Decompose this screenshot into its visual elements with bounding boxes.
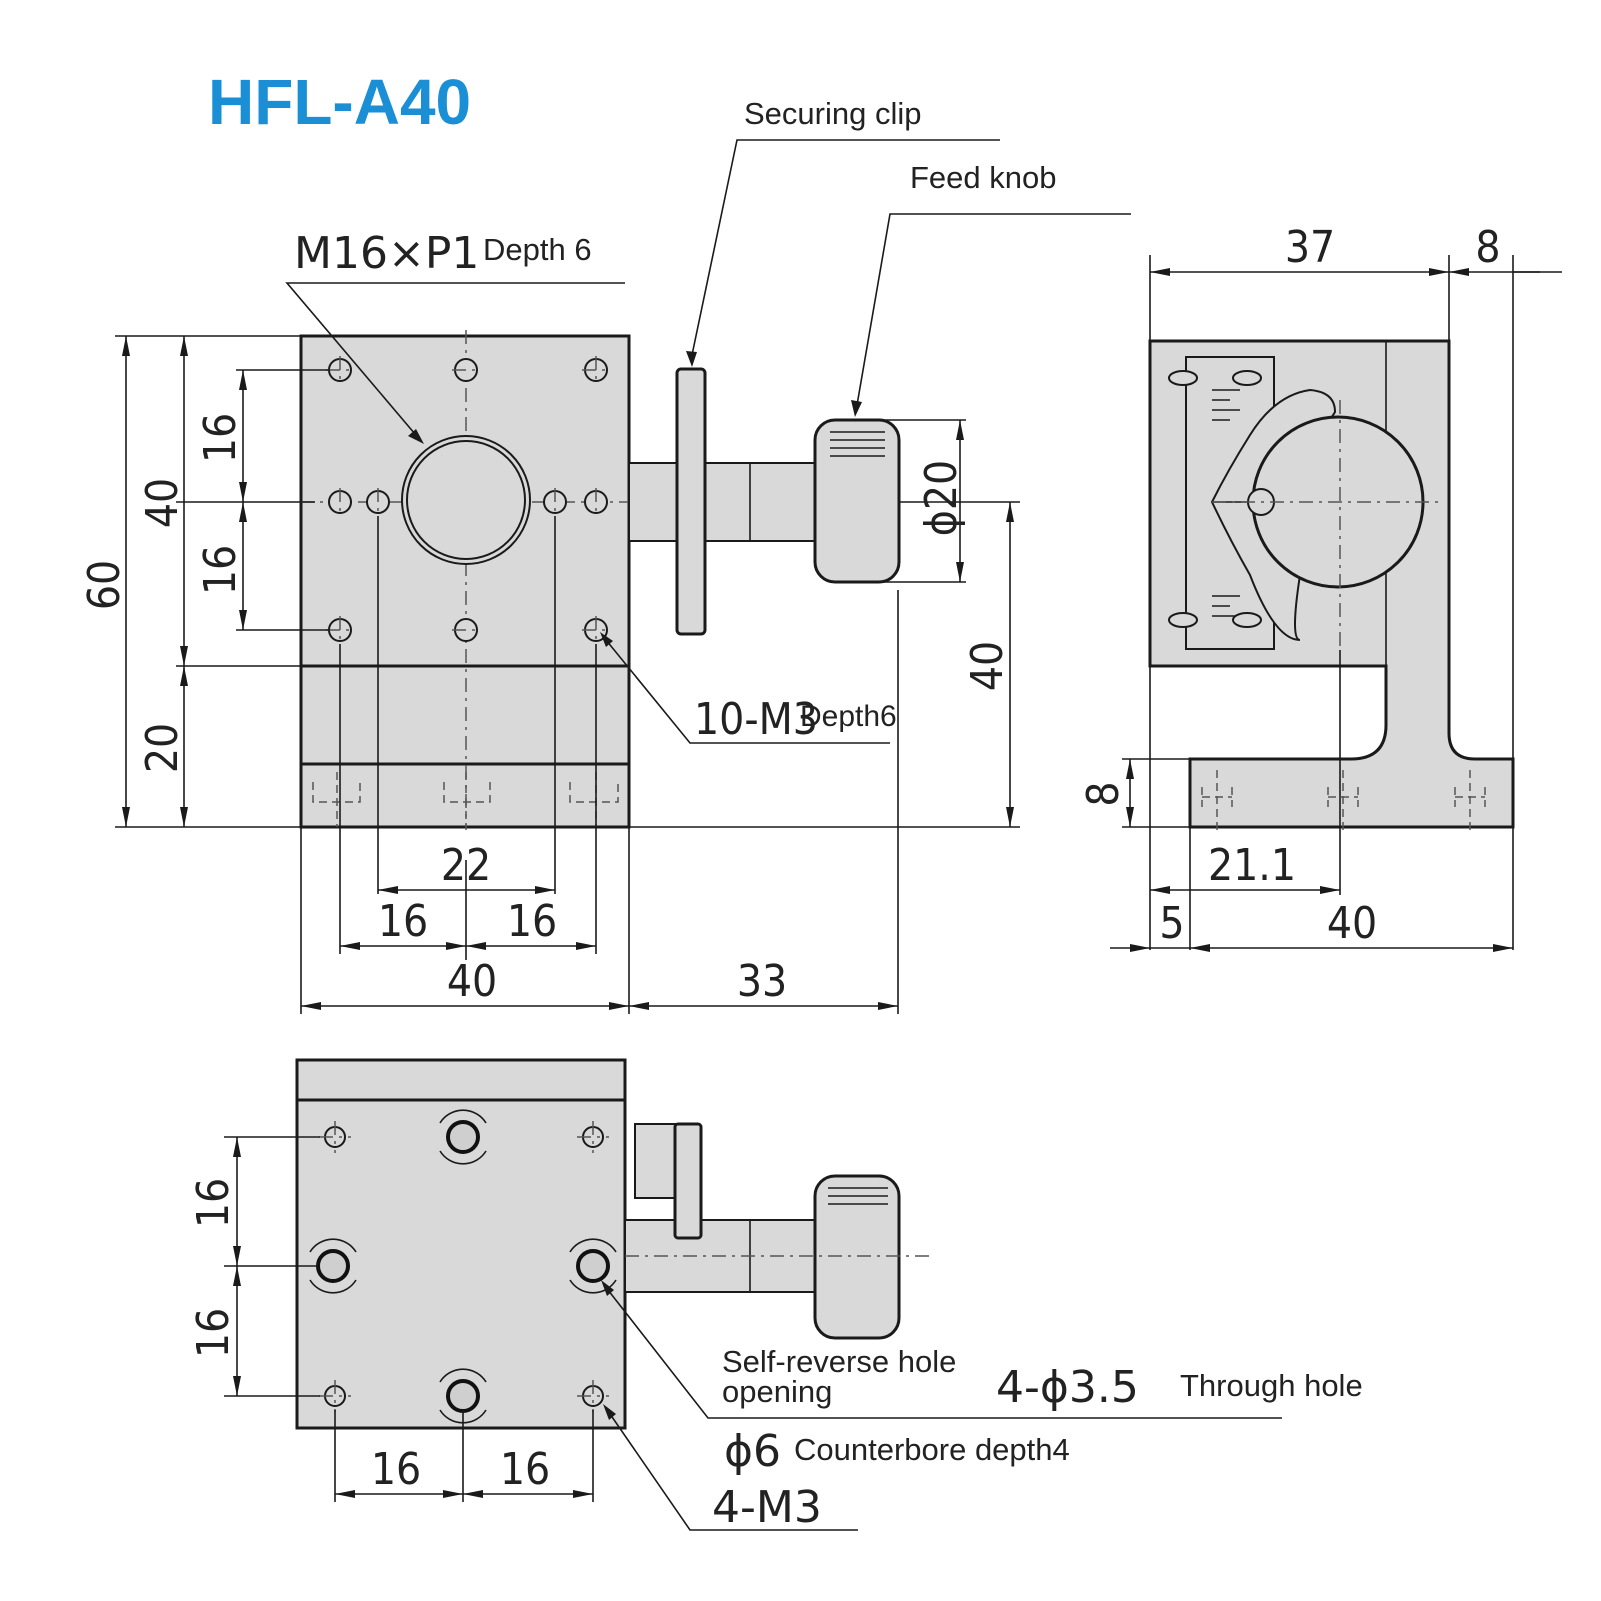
- callout-tapped-holes-depth: Depth6: [800, 700, 897, 733]
- callout-counterbore-spec: ϕ6: [724, 1426, 781, 1477]
- front-main-bore-inner: [406, 440, 526, 560]
- bottom-holes: [309, 1109, 617, 1424]
- dim-foot-edge: 5: [1159, 898, 1184, 949]
- dim-pitch-left: 16: [378, 896, 428, 947]
- dim-foot-length: 40: [1327, 898, 1377, 949]
- side-slot-hole: [1232, 612, 1262, 628]
- securing-clip: [675, 367, 707, 636]
- front-body-base: [299, 762, 631, 829]
- callout-counterbore-label: Counterbore depth4: [794, 1432, 1070, 1467]
- dim-side-overhang: 8: [1475, 222, 1500, 273]
- callout-securing-clip: Securing clip: [744, 96, 921, 131]
- dim-side-depth: 37: [1285, 222, 1335, 273]
- dim-axis-height: 40: [962, 641, 1013, 691]
- bottom-securing-clip: [673, 1122, 703, 1240]
- dim-height-upper: 40: [137, 478, 188, 528]
- dim-bottom-pitch-bottom: 16: [188, 1308, 239, 1358]
- bottom-counterbore-hole: [576, 1249, 610, 1283]
- dim-hole-spacing: 22: [441, 840, 491, 891]
- dim-width: 40: [447, 956, 497, 1007]
- front-body-middle: [299, 664, 631, 766]
- feed-knob: [813, 418, 901, 584]
- front-tapped-holes: [326, 356, 610, 644]
- dim-knob-dia: ϕ20: [916, 460, 967, 536]
- dim-foot-offset: 21.1: [1208, 840, 1296, 891]
- callout-bottom-taps: 4-M3: [712, 1482, 822, 1533]
- bottom-feed-knob: [813, 1174, 901, 1340]
- dim-bottom-pitch-left: 16: [371, 1444, 421, 1495]
- front-view: [299, 330, 901, 830]
- dim-bottom-pitch-top: 16: [188, 1178, 239, 1228]
- feed-shaft-collar: [628, 462, 680, 542]
- side-slot-hole: [1168, 612, 1198, 628]
- callout-through-hole-spec: 4-ϕ3.5: [996, 1362, 1139, 1413]
- dim-pitch-bottom: 16: [195, 545, 246, 595]
- callout-through-hole-label: Through hole: [1180, 1368, 1363, 1403]
- callout-thread-main: M16×P1: [294, 228, 479, 279]
- dim-pitch-right: 16: [507, 896, 557, 947]
- callout-feed-knob: Feed knob: [910, 160, 1057, 195]
- side-view: [1148, 339, 1515, 832]
- callout-self-reverse-line2: opening: [722, 1374, 832, 1409]
- callout-tapped-holes: 10-M3: [694, 694, 818, 745]
- bottom-body-top-strip: [295, 1058, 627, 1102]
- bottom-view-callouts: Self-reverse hole opening 4-ϕ3.5 Through…: [601, 1280, 1363, 1533]
- bottom-view: [295, 1058, 935, 1430]
- dim-base-height: 20: [137, 723, 188, 773]
- dim-pitch-top: 16: [195, 413, 246, 463]
- drawing-title: HFL-A40: [208, 66, 471, 138]
- dim-foot-height: 8: [1078, 781, 1129, 806]
- bottom-counterbore-hole: [316, 1249, 350, 1283]
- dim-knob-offset: 33: [737, 956, 787, 1007]
- dim-bottom-pitch-right: 16: [500, 1444, 550, 1495]
- front-main-bore-outer: [401, 435, 531, 565]
- front-base-hidden-lines: [312, 772, 619, 827]
- side-slot-hole: [1168, 370, 1198, 386]
- side-view-dimensions: 37 8 8 21.1 5 40: [1078, 222, 1562, 952]
- bottom-view-dimensions: 16 16 16 16: [188, 1136, 594, 1502]
- dim-height-total: 60: [79, 560, 130, 610]
- bottom-body: [295, 1098, 627, 1430]
- callout-self-reverse-line1: Self-reverse hole: [722, 1344, 956, 1379]
- callout-thread-main-depth: Depth 6: [483, 232, 592, 267]
- front-view-dimensions: 60 40 20 16 16 22 16 16 40 33 ϕ20 40: [79, 335, 1020, 1014]
- bottom-counterbore-hole: [446, 1120, 480, 1154]
- side-slot-hole: [1232, 370, 1262, 386]
- bottom-counterbore-hole: [446, 1379, 480, 1413]
- front-view-callouts: Securing clip Feed knob M16×P1 Depth 6 1…: [285, 96, 1131, 745]
